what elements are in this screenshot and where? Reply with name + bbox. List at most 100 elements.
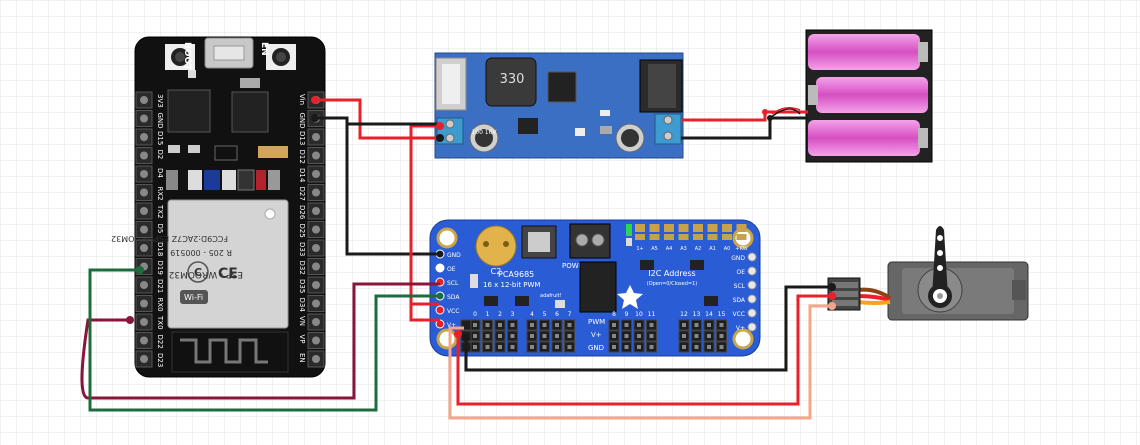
esp32-right-pin-label: D13 bbox=[298, 131, 306, 145]
esp32-right-pin-label: D12 bbox=[298, 150, 306, 164]
fcc-logo-icon bbox=[187, 261, 209, 283]
pca-right-pin[interactable] bbox=[747, 308, 757, 318]
esp32-right-pin-label: EN bbox=[298, 353, 306, 363]
channel-label: 5 bbox=[543, 311, 547, 318]
esp32-right-pin-label: GND bbox=[298, 113, 306, 129]
svg-text:100 16V: 100 16V bbox=[471, 129, 497, 136]
esp32-right-pin-label: D35 bbox=[298, 279, 306, 293]
svg-text:POWER: POWER bbox=[562, 262, 588, 270]
esp32-left-pin-label: D19 bbox=[156, 261, 164, 275]
pca-right-pin-label: SCL bbox=[734, 283, 746, 290]
address-jumper-pad[interactable] bbox=[736, 224, 747, 232]
i2c-address-subtitle: (Open=0/Closed=1) bbox=[647, 281, 698, 287]
esp32-left-pin-label: TX2 bbox=[156, 204, 164, 219]
channel-label: 4 bbox=[530, 311, 534, 318]
esp32-left-pin-label: D15 bbox=[156, 131, 164, 145]
brand-label: adafruit! bbox=[540, 293, 562, 299]
address-jumper-pad[interactable] bbox=[649, 224, 660, 232]
pca-left-pin-label: SCL bbox=[447, 280, 459, 287]
pca-right-pin-label: V+ bbox=[736, 325, 745, 332]
wire-vin-to-buck bbox=[315, 98, 440, 140]
esp32-left-pin-label: D22 bbox=[156, 335, 164, 349]
board-subtitle: 16 x 12-bit PWM bbox=[483, 281, 540, 289]
wroom-module: C CE ESP - WROOM32 FCC9D:2AC7Z ESPWROOM3… bbox=[111, 199, 289, 329]
pca-right-pin[interactable] bbox=[747, 294, 757, 304]
pca-right-pin[interactable] bbox=[747, 280, 757, 290]
esp32-right-pin-label: D25 bbox=[298, 224, 306, 238]
esp32-board[interactable]: BOOT EN C CE ESP - WROOM32 bbox=[111, 36, 326, 378]
esp32-right-pin-label: VP bbox=[298, 335, 306, 344]
esp32-left-pin-label: D18 bbox=[156, 242, 164, 256]
pca-left-pin-label: V+ bbox=[447, 322, 456, 329]
mount-hole-tl bbox=[436, 227, 458, 249]
address-jumper-pad[interactable] bbox=[722, 224, 732, 232]
antenna-trace bbox=[180, 338, 268, 364]
address-pin-label: A5 bbox=[651, 246, 658, 252]
pca-left-pin[interactable] bbox=[435, 305, 445, 315]
battery-pack[interactable] bbox=[805, 29, 933, 163]
wire-gnd-to-pca bbox=[345, 124, 440, 256]
wire-servo-power bbox=[456, 294, 832, 406]
channel-label: 2 bbox=[498, 311, 502, 318]
servo-horn[interactable] bbox=[932, 226, 948, 296]
battery-cell-3 bbox=[808, 120, 928, 156]
servo-motor[interactable] bbox=[827, 226, 1029, 321]
usb-uart-chip bbox=[167, 89, 211, 133]
en-label: EN bbox=[259, 42, 269, 56]
esp32-right-pin-label: D26 bbox=[298, 205, 306, 220]
buck-converter[interactable]: 330 100 16V bbox=[434, 52, 684, 159]
pca-right-pin-label: VCC bbox=[733, 311, 745, 318]
address-jumper-pad[interactable] bbox=[707, 224, 718, 232]
address-jumper-pad[interactable] bbox=[678, 224, 689, 232]
svg-text:Wi-Fi: Wi-Fi bbox=[184, 293, 203, 302]
pca-right-pin-label: OE bbox=[736, 269, 745, 276]
address-jumper-pad[interactable] bbox=[693, 224, 703, 232]
servo-header-array[interactable] bbox=[460, 319, 727, 353]
wire-sda bbox=[88, 268, 440, 412]
pca-right-pin[interactable] bbox=[747, 266, 757, 276]
channel-label: 0 bbox=[473, 311, 477, 318]
esp32-left-pin-label: RX0 bbox=[156, 298, 164, 312]
wires bbox=[80, 96, 836, 420]
address-jumpers[interactable] bbox=[635, 224, 747, 240]
address-jumper-pad[interactable] bbox=[664, 224, 674, 232]
address-pin-label: A2 bbox=[695, 246, 702, 252]
power-led bbox=[626, 224, 632, 236]
pwm-row-label: PWM bbox=[588, 318, 605, 326]
channel-label: 14 bbox=[705, 311, 713, 318]
esp32-left-pin-label: D21 bbox=[156, 279, 164, 293]
channel-label: 6 bbox=[555, 311, 559, 318]
boot-button[interactable] bbox=[165, 44, 195, 70]
esp32-left-pin-label: D4 bbox=[156, 168, 164, 178]
channel-label: 1 bbox=[486, 311, 490, 318]
battery-cell-2 bbox=[808, 77, 928, 113]
channel-label: 9 bbox=[625, 311, 629, 318]
address-pin-label: A3 bbox=[680, 246, 687, 252]
inductor-label: 330 bbox=[500, 72, 525, 87]
pca-right-pin[interactable] bbox=[747, 252, 757, 262]
esp32-right-pin-label: VN bbox=[298, 316, 306, 326]
channel-label: 3 bbox=[511, 311, 515, 318]
wire-servo-signal bbox=[448, 304, 832, 420]
pca-right-pin-label: GND bbox=[731, 255, 745, 262]
servo-header-pin[interactable] bbox=[460, 319, 472, 331]
en-button[interactable] bbox=[266, 44, 296, 70]
svg-text:R 205 - 000519: R 205 - 000519 bbox=[170, 248, 232, 257]
esp32-right-pin-label: D33 bbox=[298, 242, 306, 256]
esp32-left-pin-label: D23 bbox=[156, 353, 164, 367]
esp32-left-header bbox=[135, 91, 153, 368]
led bbox=[258, 146, 288, 158]
regulator-chip bbox=[231, 91, 269, 133]
svg-text:CE: CE bbox=[218, 266, 238, 282]
address-pin-label: A0 bbox=[724, 246, 731, 252]
channel-label: 12 bbox=[680, 311, 688, 318]
pca-left-pin-label: SDA bbox=[447, 294, 460, 301]
esp32-left-pin-label: GND bbox=[156, 113, 164, 129]
mount-hole-bl bbox=[436, 328, 458, 350]
pca-right-pin[interactable] bbox=[747, 322, 757, 332]
pca-left-pin[interactable] bbox=[435, 263, 445, 273]
svg-text:ESP - WROOM32: ESP - WROOM32 bbox=[169, 269, 243, 279]
address-jumper-pad[interactable] bbox=[635, 224, 645, 232]
esp32-left-pin-label: TX0 bbox=[156, 315, 164, 330]
